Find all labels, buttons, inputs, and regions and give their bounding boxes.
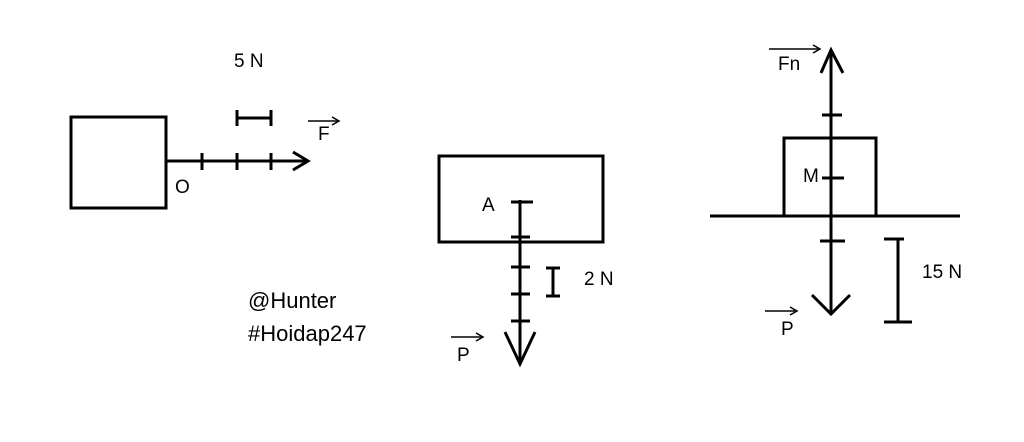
force-f-arrow-head [292, 150, 311, 172]
force-label-f: F [318, 124, 330, 145]
vector-head-f [331, 116, 341, 126]
box-o [69, 115, 168, 210]
credits: @Hunter #Hoidap247 [248, 288, 367, 346]
credit-tag: #Hoidap247 [248, 321, 367, 346]
scale-label-5n: 5 N [234, 51, 264, 72]
diagram-2: A 2 N P [437, 154, 614, 368]
vector-head-fn [812, 44, 822, 54]
body-label-m: M [803, 166, 819, 187]
body-label-a: A [482, 195, 495, 216]
diagram-3: M Fn P 15 N [710, 44, 962, 340]
point-label-o: O [175, 177, 190, 198]
scale-label-2n: 2 N [584, 269, 614, 290]
diagram-1: 5 N O F [69, 51, 341, 210]
force-p-arrow-head [503, 331, 537, 368]
credit-author: @Hunter [248, 288, 336, 313]
force-label-fn: Fn [778, 54, 800, 75]
vector-head-p-2 [475, 332, 485, 342]
force-p-3-arrow-head [810, 293, 852, 317]
force-fn-arrow-head [819, 46, 845, 74]
scale-label-15n: 15 N [922, 262, 962, 283]
vector-head-p-3 [789, 306, 799, 316]
force-label-p-2: P [457, 345, 470, 366]
force-label-p-3: P [781, 319, 794, 340]
